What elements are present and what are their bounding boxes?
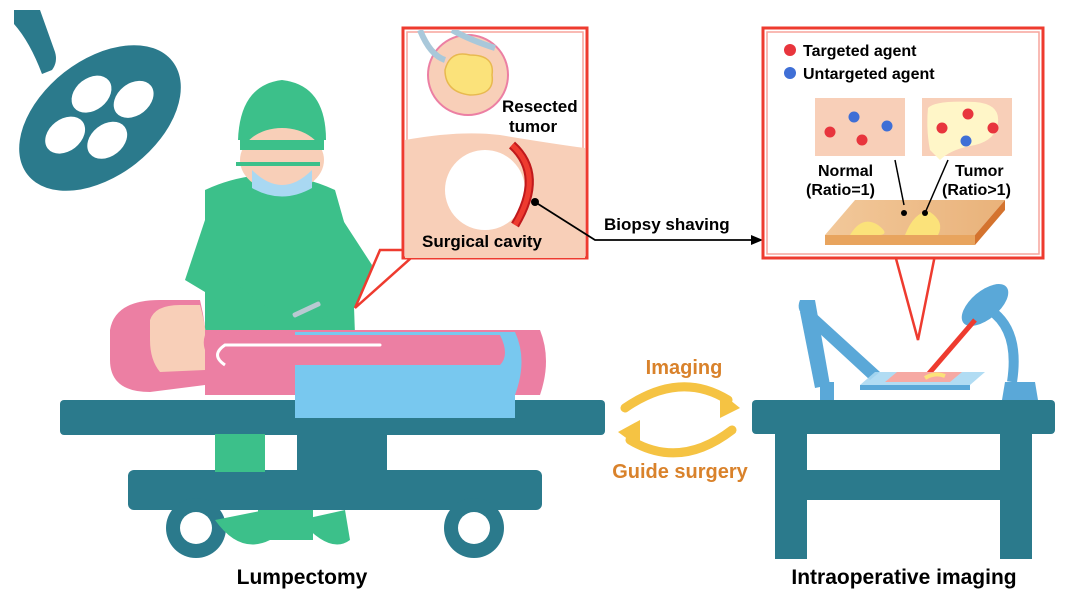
caption-intraoperative-imaging: Intraoperative imaging <box>791 566 1016 589</box>
surgical-lamp <box>0 10 208 220</box>
targeted-agent-dot <box>784 44 796 56</box>
tumor-label: Tumor <box>955 163 1004 180</box>
imaging-table-right <box>752 400 1055 559</box>
tumor-ratio-label: (Ratio>1) <box>942 182 1011 199</box>
resected-label-2: tumor <box>509 117 558 136</box>
guide-surgery-label: Guide surgery <box>612 461 748 483</box>
surgical-cavity-label: Surgical cavity <box>422 232 543 251</box>
resected-tumor-inset: Resected tumor Surgical cavity <box>355 28 600 308</box>
normal-ratio-label: (Ratio=1) <box>806 182 875 199</box>
caption-lumpectomy: Lumpectomy <box>237 566 368 589</box>
biopsy-shaving-label: Biopsy shaving <box>604 215 730 234</box>
imaging-label: Imaging <box>646 357 723 379</box>
normal-label: Normal <box>818 163 873 180</box>
untargeted-agent-dot <box>784 67 796 79</box>
legend-targeted: Targeted agent <box>803 43 917 60</box>
legend-untargeted: Untargeted agent <box>803 66 935 83</box>
cycle-arrows: Imaging Guide surgery <box>612 357 748 483</box>
resected-label-1: Resected <box>502 97 578 116</box>
